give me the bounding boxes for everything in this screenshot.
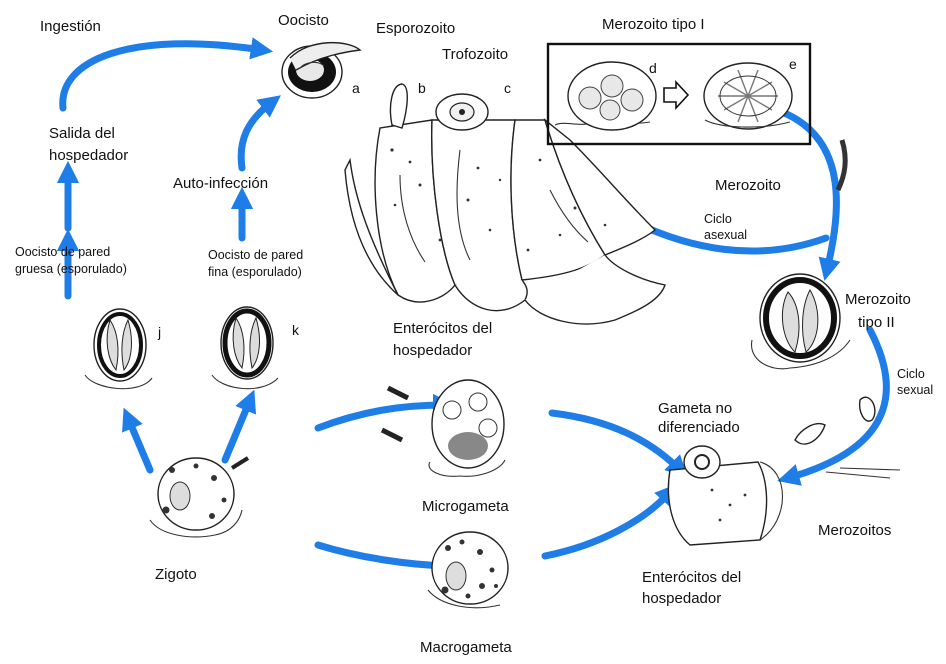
thin-wall-oocyst-illustration [212, 307, 278, 389]
thick-wall-oocyst-illustration [85, 309, 152, 389]
letter-a: a [352, 80, 360, 96]
label-sexual-cycle-line1: Ciclo [897, 367, 925, 381]
letter-c: c [504, 80, 511, 96]
label-thin-oocyst-line2: fina (esporulado) [208, 265, 302, 279]
letter-d: d [649, 60, 657, 76]
merozoite-type-i-box [548, 44, 810, 144]
arrow-to-microgamete [318, 405, 444, 428]
zygote-illustration [150, 458, 248, 537]
label-host-enterocytes-top-line1: Enterócitos del [393, 320, 492, 337]
label-thick-oocyst-line1: Oocisto de pared [15, 245, 110, 259]
label-exit-host-line2: hospedador [49, 147, 128, 164]
letter-b: b [418, 80, 426, 96]
oocyst-illustration [282, 43, 360, 98]
label-thick-oocyst-line2: gruesa (esporulado) [15, 262, 127, 276]
label-asexual-cycle-line1: Ciclo [704, 212, 732, 226]
label-host-enterocytes-bottom-line2: hospedador [642, 590, 721, 607]
label-asexual-cycle-line2: asexual [704, 228, 747, 242]
label-zygote: Zigoto [155, 566, 197, 583]
arrow-zygote-to-k [225, 400, 250, 460]
label-merozoite-type-ii-line2: tipo II [858, 314, 895, 331]
label-trophozoite: Trofozoito [442, 46, 508, 63]
label-microgamete: Microgameta [422, 498, 509, 515]
label-host-enterocytes-top-line2: hospedador [393, 342, 472, 359]
arrow-zygote-to-j [128, 418, 150, 470]
label-thin-oocyst-line1: Oocisto de pared [208, 248, 303, 262]
letter-e: e [789, 56, 797, 72]
label-merozoite-type-ii-line1: Merozoito [845, 291, 911, 308]
letter-j: j [157, 324, 161, 340]
label-ingestion: Ingestión [40, 18, 101, 35]
label-merozoite: Merozoito [715, 177, 781, 194]
arrow-to-macrogamete [318, 545, 448, 566]
label-host-enterocytes-bottom-line1: Enterócitos del [642, 569, 741, 586]
macrogamete-illustration [428, 532, 508, 608]
label-macrogamete: Macrogameta [420, 639, 512, 656]
label-oocyst: Oocisto [278, 12, 329, 29]
label-sexual-cycle-line2: sexual [897, 383, 933, 397]
arrow-autoinfection-to-oocyst [241, 102, 272, 168]
arrow-ingestion-to-oocyst [63, 44, 262, 108]
label-merozoites: Merozoitos [818, 522, 891, 539]
microgamete-illustration [382, 380, 505, 476]
label-undifferentiated-gamete-line2: diferenciado [658, 419, 740, 436]
label-sporozoite: Esporozoito [376, 20, 455, 37]
label-exit-host-line1: Salida del [49, 125, 115, 142]
label-autoinfection: Auto-infección [173, 175, 268, 192]
arrow-macrogamete-to-gamete [545, 492, 670, 556]
label-undifferentiated-gamete-line1: Gameta no [658, 400, 732, 417]
label-merozoite-type-i: Merozoito tipo I [602, 16, 705, 33]
letter-k: k [292, 322, 300, 338]
